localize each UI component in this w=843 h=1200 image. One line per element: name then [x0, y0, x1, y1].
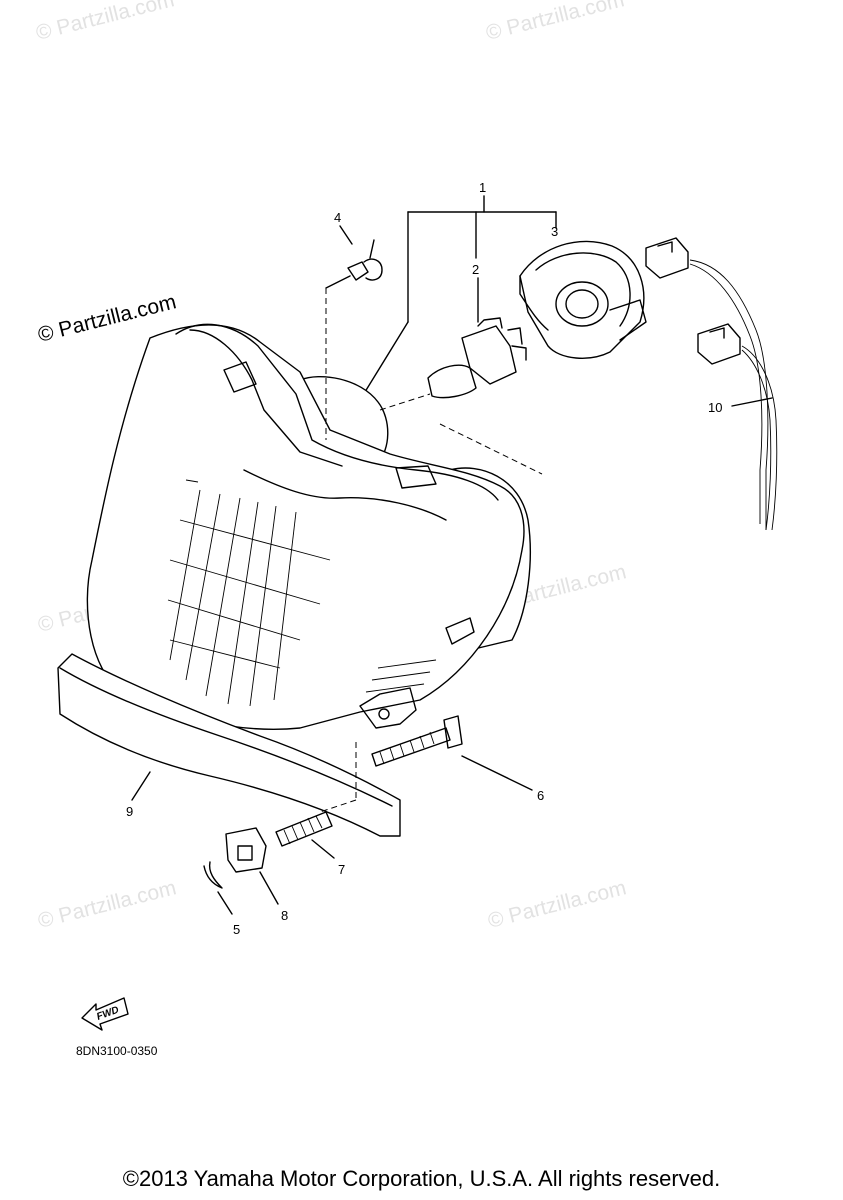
clip-part — [203, 861, 233, 915]
adjusting-screw-part — [319, 715, 533, 813]
watermark-text: © Partzilla.com — [36, 876, 179, 933]
fwd-label: FWD — [95, 1005, 120, 1023]
diagram-code: 8DN3100-0350 — [76, 1044, 158, 1058]
wire-harness-part — [645, 237, 778, 531]
copyright-text: ©2013 Yamaha Motor Corporation, U.S.A. A… — [122, 1166, 721, 1191]
callout-number: 7 — [338, 862, 345, 877]
callout-number: 3 — [551, 224, 558, 239]
spring-part — [275, 811, 335, 859]
watermark-text: © Partzilla.com — [486, 876, 629, 933]
grommet-part — [325, 239, 383, 440]
lens-hatching — [167, 479, 437, 707]
watermark-text: © Partzilla.com — [34, 0, 177, 45]
nut-part — [225, 827, 279, 905]
watermark-text: © Partzilla.com — [484, 0, 627, 45]
headlight-housing — [86, 323, 531, 730]
callout-number: 2 — [472, 262, 479, 277]
callout-1-bracket — [359, 195, 557, 401]
bulb-part — [379, 317, 527, 411]
callout-number: 5 — [233, 922, 240, 937]
fwd-arrow-icon: FWD — [81, 997, 129, 1031]
lens-cover-part — [57, 653, 401, 837]
callout-number: 10 — [708, 400, 722, 415]
callout-number: 1 — [479, 180, 486, 195]
callout-number: 9 — [126, 804, 133, 819]
bulb-cover-part — [519, 240, 647, 359]
callout-number: 4 — [334, 210, 341, 225]
callout-number: 8 — [281, 908, 288, 923]
callout-number: 6 — [537, 788, 544, 803]
